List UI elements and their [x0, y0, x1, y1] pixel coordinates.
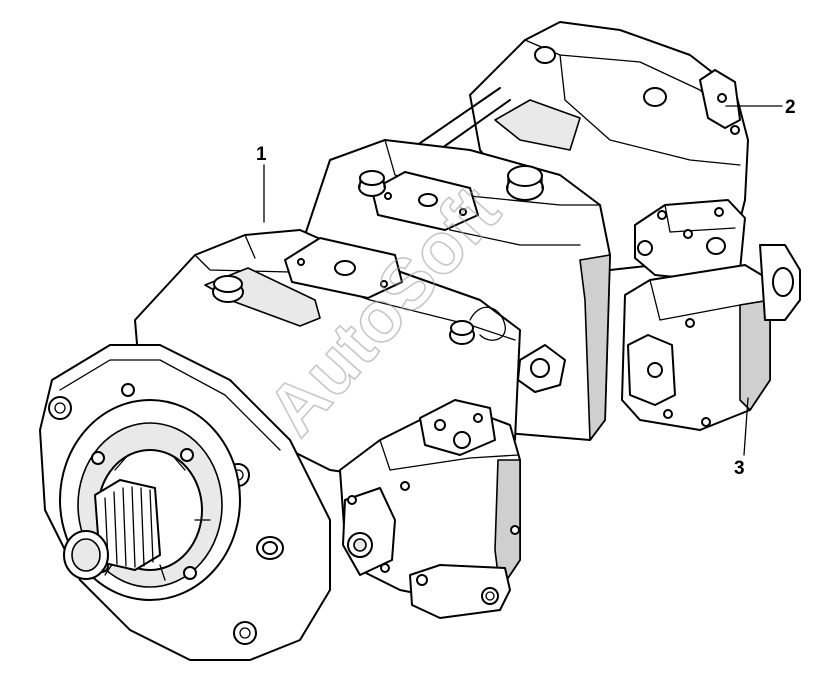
callout-2: 2	[785, 97, 796, 118]
leader-lines	[263, 105, 783, 456]
right-regulator	[621, 199, 801, 431]
front-regulator	[339, 399, 521, 619]
callout-1: 1	[256, 144, 267, 165]
callout-3: 3	[734, 458, 745, 479]
mounting-flange	[39, 344, 331, 661]
